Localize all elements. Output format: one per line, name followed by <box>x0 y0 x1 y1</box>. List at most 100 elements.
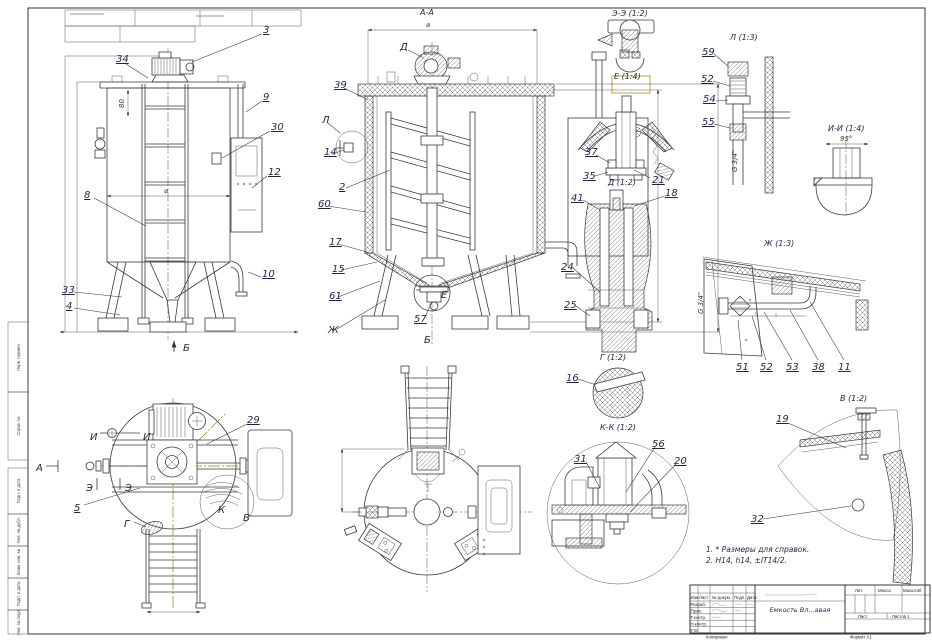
front-motor <box>151 51 195 83</box>
views-front-c4: 4 <box>66 301 72 312</box>
detail-d: 37 35 21 Д (1:2) <box>577 95 675 187</box>
details-l-c52: 52 <box>701 74 714 85</box>
details-kk-c31: 31 <box>574 454 587 465</box>
views-section-c14: 14 <box>324 147 337 158</box>
title_block-nkontr: Н.контр. <box>691 622 708 627</box>
views-top-cg: Г <box>124 519 131 530</box>
stamp-vzam-inv: Взам. инв. № <box>16 549 21 575</box>
details-g-c41: 41 <box>571 193 584 204</box>
details-v-c32: 32 <box>751 514 764 525</box>
details-zh-c11: 11 <box>838 362 851 373</box>
details-kk-c20: 20 <box>674 456 687 467</box>
views-section-c39: 39 <box>334 80 347 91</box>
detail-l: Л (1:3) 59 52 54 55 G 3/4" <box>701 33 790 194</box>
title_block-list2: Лист <box>858 614 867 619</box>
title_block-lit: Лит. <box>855 588 863 593</box>
details-zh-c52: 52 <box>760 362 773 373</box>
views-section-c57: 57 <box>414 314 427 325</box>
details-d-c35: 35 <box>583 171 596 182</box>
section-agitator <box>385 87 476 291</box>
title_block-podp: Подп. <box>734 595 745 600</box>
details-zh-c38: 38 <box>812 362 825 373</box>
views-section-cb: Б <box>424 335 431 346</box>
views-front-c9: 9 <box>263 92 269 103</box>
section-right-side <box>530 51 720 333</box>
views-front-c10: 10 <box>262 269 275 280</box>
marker-e-e: Э Э <box>85 478 132 494</box>
bottom-cabinet <box>467 465 521 556</box>
detail-g: 41 18 24 25 Г (1:2) 16 <box>561 188 678 419</box>
views-top-me: Э <box>124 483 132 494</box>
details-g-c18: 18 <box>665 188 678 199</box>
details-kk-c56: 56 <box>652 439 665 450</box>
views-top-c5: 5 <box>74 503 80 514</box>
title-block: Изм Лист № докум. Подп. Дата Разраб. Про… <box>689 584 931 640</box>
details-v-title: В (1:2) <box>840 394 867 403</box>
front-diameter-mark: ⌀ <box>164 187 169 195</box>
stamp-sprav-no: Справ. № <box>16 416 21 436</box>
views-top-mi: И <box>143 432 151 443</box>
details-g-c16: 16 <box>566 373 579 384</box>
details-l-c59: 59 <box>702 47 715 58</box>
bottom-ladder <box>397 365 466 463</box>
top-ladder <box>141 529 206 614</box>
views-section-ce: Е <box>441 290 448 301</box>
details-d-title: Д (1:2) <box>607 178 636 187</box>
views-section-cd: Д <box>399 42 408 53</box>
title_block-tkontr: Т.контр. <box>691 615 707 620</box>
front-bottom <box>97 261 236 333</box>
stamp-podp-data-1: Подп. и дата <box>16 478 21 503</box>
views-section-czh: Ж <box>327 325 340 336</box>
title_block-masshtab: Масштаб <box>903 588 922 593</box>
front-cabinet <box>230 137 263 233</box>
view-arrow-b: Б <box>183 343 190 354</box>
title_block-list: Лист <box>699 595 708 600</box>
detail-ii: И-И (1:4) 95° <box>813 124 873 218</box>
details-l-c54: 54 <box>703 94 716 105</box>
note-1: 1. * Размеры для справок. <box>706 545 809 554</box>
views-top-me: Э <box>85 483 93 494</box>
views-front-c33: 33 <box>62 285 75 296</box>
views-top-ma: А <box>35 463 43 474</box>
title_block-data: Дата <box>747 595 757 600</box>
front-side-port <box>94 127 106 159</box>
title_block-doc: № докум. <box>712 595 731 600</box>
details-d-c37: 37 <box>585 147 598 158</box>
views-section-c60: 60 <box>318 199 331 210</box>
details-ee-title: Э-Э (1:2) <box>611 9 648 18</box>
margin-stamps: Перв. примен. Справ. № Подп. и дата Инв.… <box>7 321 29 635</box>
detail-ee: Э-Э (1:2) Е (1:4) <box>597 9 655 81</box>
views-section-c61: 61 <box>329 291 342 302</box>
details-g-title: Г (1:2) <box>600 353 626 362</box>
front-callouts: 3 34 9 30 12 8 33 4 10 <box>62 25 284 316</box>
details-ee-sub: Е (1:4) <box>614 72 641 81</box>
bottom-pad-left <box>358 522 402 562</box>
drawing-title: Емкость Вл...авая <box>770 606 831 614</box>
title_block-prov: Пров. <box>691 609 702 614</box>
details-zh-c51: 51 <box>736 362 749 373</box>
views-section-c17: 17 <box>329 237 342 248</box>
marker-i-i: И И <box>90 428 151 443</box>
stamp-inv-dubl: Инв. № дубл. <box>16 517 21 543</box>
section-diameter-mark: ⌀ <box>426 21 431 29</box>
section-callouts: Д 39 Л 14 2 60 17 15 61 Ж 57 Е Б <box>318 42 448 346</box>
stamp-perv-primen: Перв. примен. <box>16 343 21 371</box>
stamp-podp-data-2: Подп. и дата <box>16 581 21 606</box>
details-kk-title: К-К (1:2) <box>600 423 636 432</box>
title_block-razrab: Разраб. <box>691 602 706 607</box>
details-v-c19: 19 <box>776 414 789 425</box>
title_block-listov: Листов 1 <box>892 614 910 619</box>
detail-kk: К-К (1:2) 31 56 20 <box>546 423 690 585</box>
views-section-c15: 15 <box>332 264 345 275</box>
details-zh-title: Ж (1:3) <box>763 239 794 248</box>
views-front-c12: 12 <box>268 167 281 178</box>
stamp-inv-podl: Инв. № подл. <box>16 609 21 635</box>
top-view: И И Э Э А А К В Г 5 29 <box>35 398 293 614</box>
views-front-c30: 30 <box>271 122 284 133</box>
details-g-c25: 25 <box>564 300 577 311</box>
views-top-ck: К <box>218 505 226 516</box>
views-front-c34: 34 <box>116 54 129 65</box>
title_block-massa: Масса <box>878 588 891 593</box>
details-ii-title: И-И (1:4) <box>828 124 865 133</box>
front-ladder <box>137 84 194 325</box>
